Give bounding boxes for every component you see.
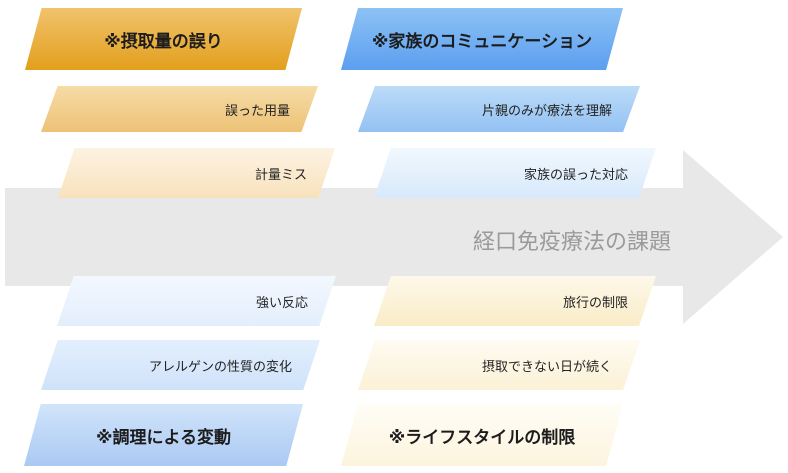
cause-label: 計量ミス xyxy=(254,167,307,183)
category-lifestyle-limits: ※ライフスタイルの制限 xyxy=(341,404,623,466)
cause-strong-reaction: 強い反応 xyxy=(57,276,336,326)
category-cooking-variation-title: ※調理による変動 xyxy=(95,427,232,448)
cause-missed-days: 摂取できない日が続く xyxy=(358,340,640,390)
category-cooking-variation: ※調理による変動 xyxy=(24,404,303,466)
cause-label: 摂取できない日が続く xyxy=(481,359,612,375)
cause-family-wrong-response: 家族の誤った対応 xyxy=(374,148,656,198)
cause-label: 片親のみが療法を理解 xyxy=(481,103,612,119)
category-family-communication: ※家族のコミュニケーション xyxy=(341,8,623,70)
cause-measurement-error: 計量ミス xyxy=(58,148,335,198)
cause-label: アレルゲンの性質の変化 xyxy=(148,359,292,375)
category-intake-error-title: ※摂取量の誤り xyxy=(104,31,223,52)
cause-label: 強い反応 xyxy=(255,295,308,311)
category-intake-error: ※摂取量の誤り xyxy=(25,8,302,70)
cause-travel-limits: 旅行の制限 xyxy=(374,276,656,326)
category-family-communication-title: ※家族のコミュニケーション xyxy=(371,31,593,52)
cause-label: 家族の誤った対応 xyxy=(523,167,628,183)
cause-allergen-change: アレルゲンの性質の変化 xyxy=(41,340,320,390)
cause-wrong-dose: 誤った用量 xyxy=(41,86,318,132)
cause-label: 旅行の制限 xyxy=(562,295,628,311)
main-title: 経口免疫療法の課題 xyxy=(473,230,672,255)
cause-one-parent-understands: 片親のみが療法を理解 xyxy=(358,86,640,132)
cause-label: 誤った用量 xyxy=(224,103,290,119)
category-lifestyle-limits-title: ※ライフスタイルの制限 xyxy=(388,427,576,448)
